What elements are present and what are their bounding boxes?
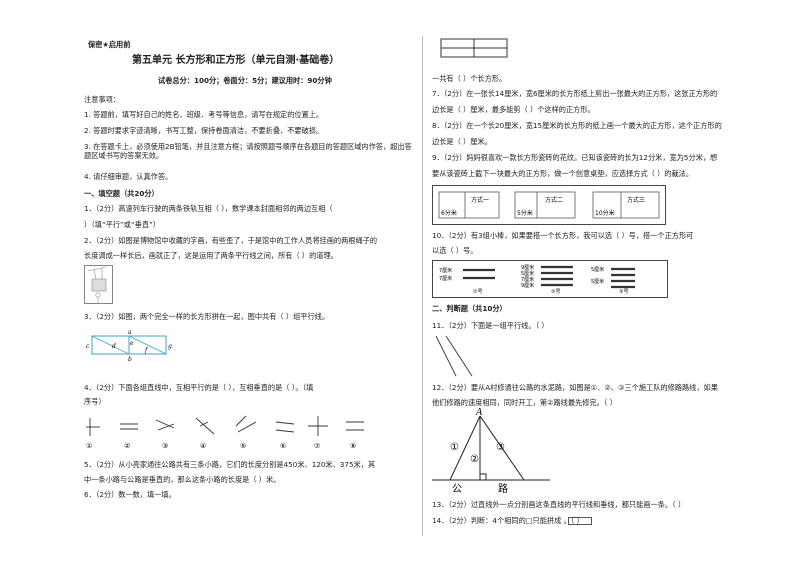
painting-figure [84,265,113,304]
option-label: 方式三 [627,196,645,204]
section-heading: 一、填空题（共20分） [84,189,159,198]
question-13: 13．（2分）过直线外一点分别画这条直线的平行线和垂线，都只能画一条。（ ） [432,500,686,509]
length-label: 5厘米 [521,270,534,277]
two-rectangles-figure: a c d e f g b [86,329,172,363]
route-label: ① [450,442,459,453]
question-9-line2: 要从该瓷砖上截下一块最大的正方形，做一个创意桌垫，应选择方式（ ）的裁法。 [432,169,694,178]
question-10-line2: 以选（ ）号。 [432,246,478,255]
section-heading: 二、判断题（共10分） [432,304,507,313]
question-7-line1: 7．（2分）在一张长14厘米，宽6厘米的长方形纸上剪出一张最大的正方形，这张正方… [432,89,718,98]
column-divider [422,36,423,536]
exam-info: 试卷总分：100分；卷面分：5分；建议用时：90分钟 [158,76,332,85]
note-item: 4. 请仔细审题，认真作答。 [84,172,173,181]
length-label: 9厘米 [521,282,534,289]
question-2-line1: 2．（2分）如图是博物馆中收藏的字画，有些歪了，于是馆中的工作人员将挂画的两根绳… [84,236,378,245]
length-label: 5厘米 [591,278,604,285]
road-label: 路 [498,482,508,495]
slanted-lines-figure [435,335,473,377]
question-6: 6．（2分）数一数，填一填。 [84,490,176,499]
question-12-line1: 12．（2分）要从A村修通往公路的水泥路，如图是①、②、③三个施工队的修路路线，… [432,383,718,392]
question-4-line2: 序号） [84,397,106,406]
size-label: 10分米 [595,209,615,217]
option-label: ⑧ [350,442,356,450]
question-11: 11．（2分）下面是一组平行线。（ ） [432,321,549,330]
secret-label: 保密★启用前 [88,40,131,49]
option-label: ⑦ [314,442,320,450]
question-3: 3．（2分）如图，两个完全一样的长方形拼在一起，图中共有（ ）组平行线。 [84,312,330,321]
question-8-line2: 边长是（ ）厘米。 [432,137,492,146]
question-1-line1: 1．（2分）高速列车行驶的两条铁轨互相（ ），数学课本封面相邻的两边互相（ [84,204,333,213]
note-item: 2. 答题时要求字迹清晰，书写工整，保持卷面清洁，不要折叠，不要破损。 [84,126,324,135]
length-label: 9厘米 [521,264,534,271]
size-label: 5分米 [517,209,533,217]
question-1-line2: ）（填“平行”或“垂直”） [84,220,160,229]
line-pairs-figure: ① ② ③ ④ ⑤ ⑥ ⑦ ⑧ [86,415,364,450]
question-5-line2: 中一条小路与公路是垂直的，那么这条小路的长度是（ ）米。 [84,475,281,484]
question-7-line2: 边长是（ ）厘米，最多能剪（ ）个这样的正方形。 [432,105,595,114]
group-label: ①号 [473,289,482,295]
question-2-line2: 长度调成一样长后，画就正了，这是运用了两条平行线之间，所有（ ）的道理。 [84,251,338,260]
question-5-line1: 5．（2分）从小亮家通往公路共有三条小路，它们的长度分别是450米、120米、3… [84,460,376,469]
question-8-line1: 8．（2分）在一个长20厘米，宽15厘米的长方形的纸上画一个最大的正方形，这个正… [432,121,722,130]
label-c: c [86,343,90,350]
group-label: ②号 [551,289,560,295]
note-item: 1. 答题前，填写好自己的姓名、班级、考号等信息，请写在规定的位置上。 [84,110,324,119]
route-label: ② [470,454,479,465]
question-14: 14．（2分）判断：4个相同的□只能拼成 。（ ） [432,516,584,525]
size-label: 6分米 [441,209,457,217]
label-a: a [128,329,132,336]
combined-rectangle-shape [568,517,592,525]
village-a-label: A [475,407,483,418]
option-label: ⑤ [240,442,246,450]
length-label: 7厘米 [439,275,452,282]
question-6-answer: 一共有（ ）个长方形。 [432,74,507,83]
option-label: 方式二 [545,196,563,204]
label-e: e [130,340,134,347]
option-label: 方式一 [471,196,489,204]
label-b: b [128,356,132,363]
option-label: ① [86,442,92,450]
label-d: d [112,343,116,350]
option-label: ⑥ [280,442,286,450]
tile-cut-figure: 方式一 方式二 方式三 6分米 5分米 10分米 [432,185,666,225]
question-9-line1: 9．（2分）妈妈很喜欢一款长方形瓷砖的花纹。已知该瓷砖的长为12分米，宽为5分米… [432,153,718,162]
length-label: 7厘米 [521,276,534,283]
group-label: ③号 [619,289,628,295]
option-label: ④ [200,442,206,450]
question-4-line1: 4．（2分）下面各组直线中，互相平行的是（ ），互相垂直的是（ ）。（填 [84,383,314,392]
length-label: 5厘米 [591,266,604,273]
option-label: ② [124,442,130,450]
village-road-figure: A ① ② ③ 公 路 [432,407,550,495]
label-f: f [144,347,149,354]
note-item: 3. 在答题卡上，必须使用2B铅笔，并且注意方框；请按照题号顺序在各题目的答题区… [84,142,412,160]
question-10-line1: 10．（2分）有3组小棒，如果要搭一个长方形，我可以选（ ）号，搭一个正方形可 [432,231,694,240]
road-label: 公 [452,484,462,495]
length-label: 7厘米 [439,267,452,274]
question-12-line2: 他们修路的速度相同，同时开工，第②路线最先修完。（ ） [432,398,617,407]
sticks-figure: 7厘米 7厘米 9厘米 5厘米 7厘米 9厘米 5厘米 5厘米 ①号 ②号 ③号 [432,260,668,298]
page-title: 第五单元 长方形和正方形（单元自测·基础卷） [132,55,340,66]
route-label: ③ [496,442,505,453]
label-g: g [168,343,172,350]
option-label: ③ [162,442,168,450]
notes-heading: 注意事项： [84,95,120,104]
rectangle-count-figure [440,38,508,58]
